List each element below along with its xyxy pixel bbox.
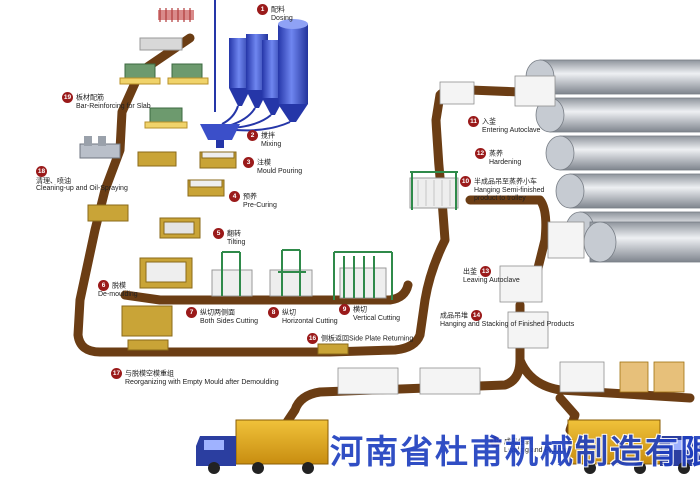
mixer (200, 124, 240, 148)
track-cutting-line (120, 280, 413, 305)
truck-left (196, 419, 329, 474)
track-return (465, 195, 551, 285)
truck-right (567, 419, 700, 474)
cleaning-machine (79, 136, 121, 159)
dosing-silos (214, 0, 308, 132)
moulds (87, 151, 349, 355)
reinforcing-racks (119, 8, 209, 129)
cutting-machines (211, 249, 393, 300)
company-watermark: 河南省杜甫机械制造有限公司 (330, 432, 700, 471)
packed-pallets (619, 361, 685, 393)
autoclaves (525, 59, 700, 263)
hanging-crane (409, 171, 459, 210)
block-stacks (337, 75, 605, 395)
